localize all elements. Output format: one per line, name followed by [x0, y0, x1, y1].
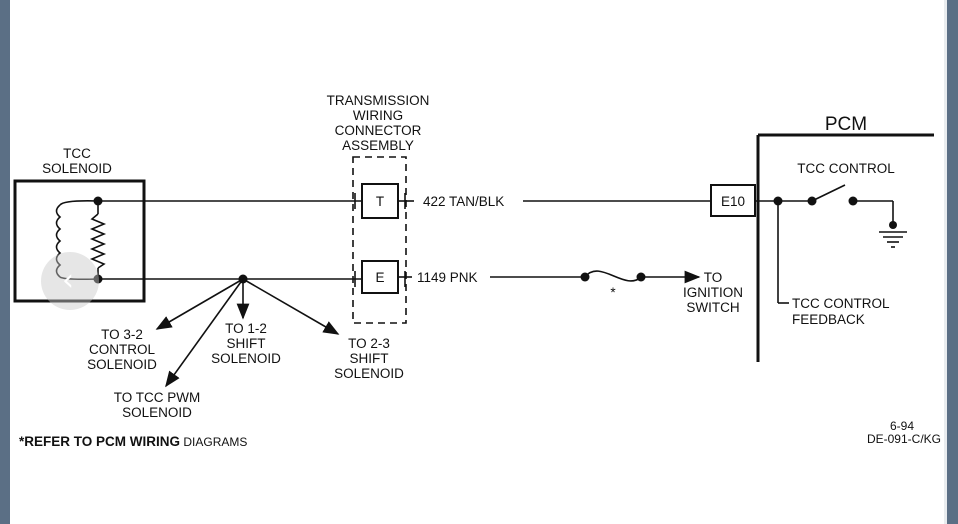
to-ignition-switch: TO IGNITION SWITCH [683, 270, 743, 315]
solenoid-branches: TO 3-2 CONTROL SOLENOID TO 1-2 SHIFT SOL… [87, 274, 404, 420]
tcc-solenoid-box [13, 179, 146, 303]
to-tcc-pwm-line-2: SOLENOID [122, 405, 192, 420]
to-1-2-line-2: SHIFT [227, 336, 266, 351]
tcc-control-switch [811, 184, 846, 202]
connector-label-line-4: ASSEMBLY [342, 138, 414, 153]
solenoid-resistor [89, 213, 107, 269]
feedback-line-1: TCC CONTROL [792, 296, 890, 311]
ref-code-date: 6-94 [890, 419, 914, 433]
to-1-2-line-3: SOLENOID [211, 351, 281, 366]
pcm-title: PCM [825, 114, 867, 135]
to-tcc-pwm-line-1: TO TCC PWM [114, 390, 201, 405]
pin-t-label: T [376, 194, 384, 209]
to-2-3-line-3: SOLENOID [334, 366, 404, 381]
to-2-3-line-1: TO 2-3 [348, 336, 390, 351]
tcc-solenoid-label-line-2: SOLENOID [42, 161, 112, 176]
transmission-connector-assembly: TRANSMISSION WIRING CONNECTOR ASSEMBLY T… [327, 93, 430, 324]
to-3-2-line-1: TO 3-2 [101, 327, 143, 342]
pin-e-label: E [375, 270, 384, 285]
chevron-left-icon: ‹ [62, 263, 74, 298]
pin-t-box [361, 183, 399, 219]
solenoid-coil [55, 204, 62, 278]
ref-code-id: DE-091-C/KG [867, 432, 941, 446]
connector-label-line-2: WIRING [353, 108, 403, 123]
pin-e10-box [710, 184, 756, 217]
svg-text:SWITCH: SWITCH [686, 300, 739, 315]
connector-label-line-3: CONNECTOR [335, 123, 422, 138]
connector-dashed-outline [352, 156, 407, 324]
connector-label-line-1: TRANSMISSION [327, 93, 430, 108]
tcc-control-label: TCC CONTROL [797, 161, 895, 176]
wiring-diagram: TCC SOLENOID 422 TAN/BLK 1149 PNK * TO I… [13, 93, 941, 449]
svg-text:IGNITION: IGNITION [683, 285, 743, 300]
to-1-2-line-1: TO 1-2 [225, 321, 267, 336]
previous-page-button[interactable]: ‹ [41, 252, 99, 310]
tcc-solenoid: TCC SOLENOID [13, 146, 146, 303]
fuse-symbol [584, 270, 642, 282]
tcc-solenoid-label-line-1: TCC [63, 146, 91, 161]
wire-422-label: 422 TAN/BLK [423, 194, 504, 209]
to-2-3-line-2: SHIFT [350, 351, 389, 366]
window-edge [944, 0, 958, 524]
pin-e-box [361, 260, 399, 294]
to-3-2-line-3: SOLENOID [87, 357, 157, 372]
svg-text:TO: TO [704, 270, 723, 285]
pcm-module: PCM E10 TCC CONTROL TCC CONTROL FEEDBACK [710, 114, 934, 362]
footnote: *REFER TO PCM WIRING DIAGRAMS [19, 434, 247, 449]
ground-symbol [879, 231, 907, 248]
wire-1149-label: 1149 PNK [417, 270, 478, 285]
fuse-marker: * [610, 285, 616, 300]
to-3-2-line-2: CONTROL [89, 342, 155, 357]
diagram-page: TCC SOLENOID 422 TAN/BLK 1149 PNK * TO I… [10, 0, 944, 524]
pin-e10-label: E10 [721, 194, 745, 209]
feedback-line-2: FEEDBACK [792, 312, 865, 327]
